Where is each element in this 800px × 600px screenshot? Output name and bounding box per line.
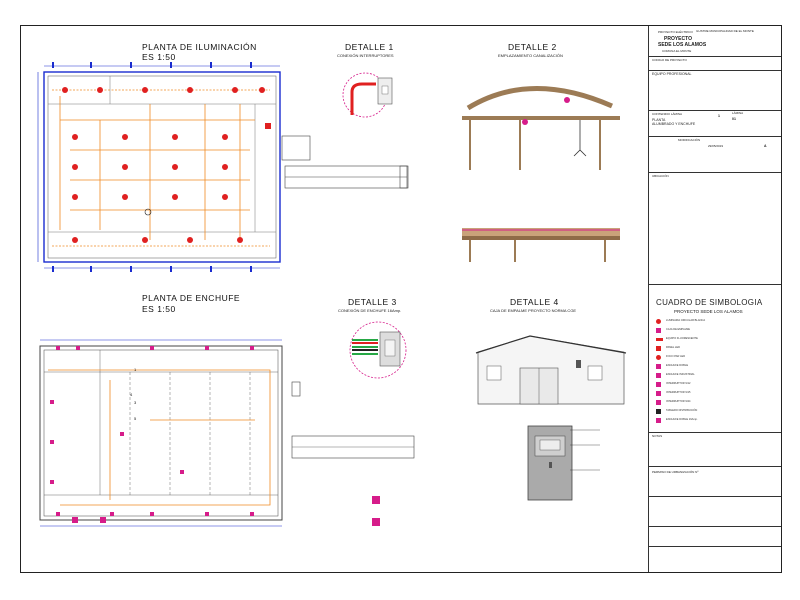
revision-letter: A [764,144,767,148]
urbanization-label: PERMISO DE URBANIZACIÓN Nº [652,470,699,474]
detail-2-subtitle: EMPLAZAMIENTO CANALIZACIÓN [498,53,563,58]
lighting-dims [37,65,280,269]
detail-1-title: DETALLE 1 [345,42,394,52]
sheet-content-value: PLANTA ALUMBRADO Y ENCHUFE [652,118,696,126]
outlet-symbols [50,346,380,526]
project-type-label: PROYECTO ELÉCTRICO [658,30,693,34]
sheet-label: LÁMINA [732,111,744,115]
project-code-label: CODIGO DE PROYECTO [652,58,687,62]
lighting-plan [43,71,281,263]
municipality-label: ILUSTRE MUNICIPALIDAD DE EL MONTE [696,29,754,33]
symbology-title: CUADRO DE SIMBOLOGIA [656,298,763,307]
detail-1-drawing [342,72,393,118]
outlets-plan-scale: ES 1:50 [142,304,176,314]
sheet-content-label: CONTENIDO LÁMINA [652,112,683,116]
drawing-sheet [20,25,782,573]
sheet-total: 01 [732,117,736,121]
svg-text:1: 1 [134,367,137,372]
detail-2-title: DETALLE 2 [508,42,557,52]
project-name-line1: PROYECTO [664,36,692,42]
detail-1-subtitle: CONEXIÓN INTERRUPTORES [337,53,394,58]
project-name-line2: SEDE LOS ALAMOS [658,42,707,48]
symbology-subtitle: PROYECTO SEDE LOS ALAMOS [674,309,743,314]
lighting-fixtures [62,87,271,243]
outlets-plan-title: PLANTA DE ENCHUFE [142,293,241,303]
lighting-plan-scale: ES 1:50 [142,52,176,62]
revision-label: MODIFICACIÓN [678,138,701,142]
sheet-number: 1 [718,114,720,118]
detail-4-title: DETALLE 4 [510,297,559,307]
detail-4-drawing [475,335,627,501]
detail-3-drawing [349,321,407,379]
detail-4-subtitle: CAJA DE EMPALME PROYECTO NORMA CGE [490,308,577,313]
lighting-plan-title: PLANTA DE ILUMINACIÓN [142,42,257,52]
outlets-plan [39,345,415,521]
detail-2-drawing [462,86,620,262]
svg-text:3: 3 [134,400,137,405]
svg-text:5: 5 [134,416,137,421]
svg-text:4: 4 [130,392,133,397]
commune-label: COMUNA EL MONTE [662,49,692,53]
detail-3-subtitle: CONEXIÓN DE ENCHUFE 16Amp. [338,308,402,313]
revision-date: 29/05/2019 [708,144,724,148]
title-block: ILUSTRE MUNICIPALIDAD DE EL MONTE PROYEC… [648,26,781,572]
team-label: EQUIPO PROFESIONAL [652,72,692,76]
notes-label: NOTAS [652,434,663,438]
detail-3-title: DETALLE 3 [348,297,397,307]
location-label: UBICACIÓN [652,174,669,178]
